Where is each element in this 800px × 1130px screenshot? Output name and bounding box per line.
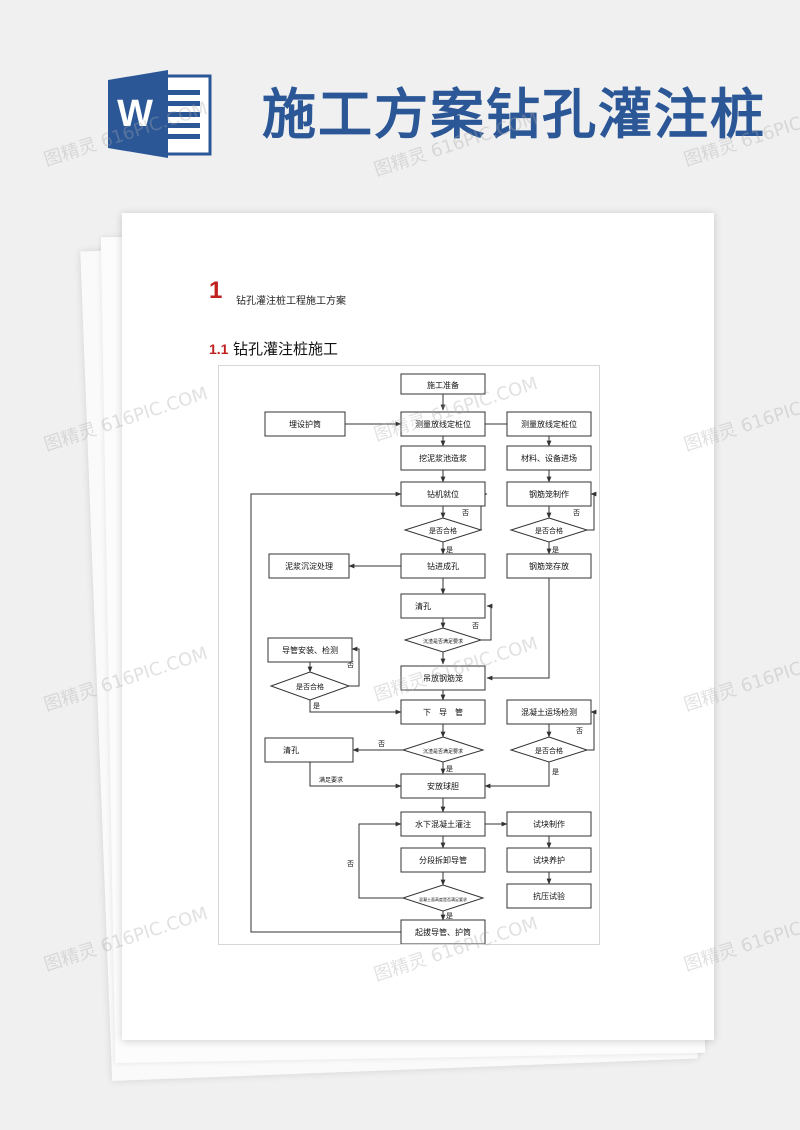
node-prep: 施工准备 bbox=[427, 380, 459, 390]
decision-diamond bbox=[269, 671, 351, 701]
node-box bbox=[506, 411, 592, 437]
flowchart-canvas: 否 否 是 是 否 否 是 否 是 否 是 满足要求 否 是 bbox=[250, 373, 597, 944]
node-check6: 是否合格 bbox=[535, 746, 563, 755]
node-cage-store: 钢筋笼存放 bbox=[529, 561, 569, 571]
node-check5: 沉渣是否满足要求 bbox=[423, 748, 463, 755]
node-clean2: 清孔 bbox=[283, 745, 299, 755]
node-compress-test: 抗压试验 bbox=[533, 891, 565, 901]
document-page: 1 钻孔灌注桩工程施工方案 1.1 钻孔灌注桩施工 bbox=[122, 213, 714, 1040]
node-lower-pipe: 下 导 管 bbox=[423, 707, 463, 717]
flowchart-nodes bbox=[264, 373, 592, 944]
node-box bbox=[264, 737, 354, 763]
node-mud-pit: 挖泥浆池造浆 bbox=[419, 453, 467, 463]
decision-diamond bbox=[509, 736, 589, 763]
decision-diamond bbox=[509, 517, 589, 543]
edge-label-no: 否 bbox=[576, 727, 583, 735]
word-logo-letter: W bbox=[117, 93, 153, 135]
edge-label-no: 否 bbox=[378, 740, 385, 748]
node-box bbox=[506, 883, 592, 909]
edge-label-yes: 是 bbox=[552, 768, 559, 776]
node-box bbox=[506, 553, 592, 579]
heading-1-number: 1 bbox=[209, 277, 223, 304]
heading-1-title: 钻孔灌注桩工程施工方案 bbox=[236, 296, 346, 307]
node-pipe-install: 导管安装、检测 bbox=[282, 645, 338, 655]
edge-label-meets: 满足要求 bbox=[319, 776, 343, 784]
node-box bbox=[400, 373, 486, 395]
node-check3: 沉渣是否满足要求 bbox=[423, 638, 463, 645]
node-specimen-cure: 试块养护 bbox=[533, 855, 565, 865]
edge-label-yes: 是 bbox=[313, 702, 320, 710]
node-box bbox=[400, 847, 486, 873]
node-box bbox=[400, 445, 486, 471]
node-remove-pipe: 分段拆卸导管 bbox=[419, 855, 467, 865]
node-specimen-make: 试块制作 bbox=[533, 819, 565, 829]
node-check1: 是否合格 bbox=[429, 526, 457, 535]
node-survey-main: 测量放线定桩位 bbox=[415, 419, 471, 429]
header-banner: W 施工方案钻孔灌注桩 bbox=[0, 0, 800, 200]
node-box bbox=[400, 811, 486, 837]
node-hoist-cage: 吊放钢筋笼 bbox=[423, 673, 463, 683]
node-mud-treat: 泥浆沉淀处理 bbox=[285, 561, 333, 571]
banner-title: 施工方案钻孔灌注桩 bbox=[262, 82, 766, 146]
word-document-icon: W bbox=[108, 70, 212, 158]
edge-label-no: 否 bbox=[573, 509, 580, 517]
node-box bbox=[400, 919, 486, 944]
node-pour: 水下混凝土灌注 bbox=[415, 819, 471, 829]
edge-label-yes: 是 bbox=[446, 765, 453, 773]
edge-label-yes: 是 bbox=[552, 546, 559, 554]
node-rig-position: 钻机就位 bbox=[427, 489, 459, 499]
edge-label-yes: 是 bbox=[446, 546, 453, 554]
node-install-plug: 安放球胆 bbox=[427, 781, 459, 791]
node-box bbox=[268, 553, 350, 579]
node-drill: 钻进成孔 bbox=[427, 561, 459, 571]
node-casing: 埋设护筒 bbox=[289, 419, 321, 429]
node-check7: 混凝土面高度是否满足要求 bbox=[419, 896, 467, 902]
node-box bbox=[506, 445, 592, 471]
node-box bbox=[400, 593, 486, 619]
decision-diamond bbox=[403, 627, 483, 653]
flowchart: 否 否 是 是 否 否 是 否 是 否 是 满足要求 否 是 bbox=[218, 365, 600, 945]
flowchart-node-labels: 施工准备 埋设护筒 测量放线定桩位 测量放线定桩位 挖泥浆池造浆 材料、设备进场… bbox=[282, 380, 577, 937]
node-pull-casing: 起拔导管、护筒 bbox=[415, 927, 471, 937]
node-box bbox=[506, 847, 592, 873]
decision-diamond bbox=[401, 884, 485, 912]
node-box bbox=[400, 411, 486, 437]
node-box bbox=[506, 699, 592, 725]
node-check2: 是否合格 bbox=[535, 526, 563, 535]
edge-label-no: 否 bbox=[472, 622, 479, 630]
node-box bbox=[400, 553, 486, 579]
heading-2-title: 钻孔灌注桩施工 bbox=[233, 340, 339, 358]
node-box bbox=[506, 811, 592, 837]
node-survey-right: 测量放线定桩位 bbox=[521, 419, 577, 429]
node-box bbox=[264, 411, 346, 437]
edge-label-yes: 是 bbox=[446, 912, 453, 920]
node-box bbox=[400, 773, 486, 799]
edge-labels: 否 否 是 是 否 否 是 否 是 否 是 满足要求 否 是 bbox=[313, 509, 583, 920]
node-box bbox=[267, 637, 353, 663]
node-clean1: 清孔 bbox=[415, 601, 431, 611]
node-box bbox=[400, 699, 486, 725]
node-box bbox=[400, 665, 486, 691]
node-check4: 是否合格 bbox=[296, 682, 324, 691]
heading-2-number: 1.1 bbox=[209, 341, 229, 357]
node-cage-make: 钢筋笼制作 bbox=[529, 489, 569, 499]
edge-label-no: 否 bbox=[347, 860, 354, 868]
node-materials: 材料、设备进场 bbox=[521, 453, 577, 463]
edge-label-no: 否 bbox=[462, 509, 469, 517]
decision-diamond bbox=[401, 736, 485, 763]
node-box bbox=[506, 481, 592, 507]
decision-diamond bbox=[403, 517, 483, 543]
node-box bbox=[400, 481, 486, 507]
edge-label-no: 否 bbox=[347, 661, 354, 669]
node-concrete-test: 混凝土运场检测 bbox=[521, 707, 577, 717]
